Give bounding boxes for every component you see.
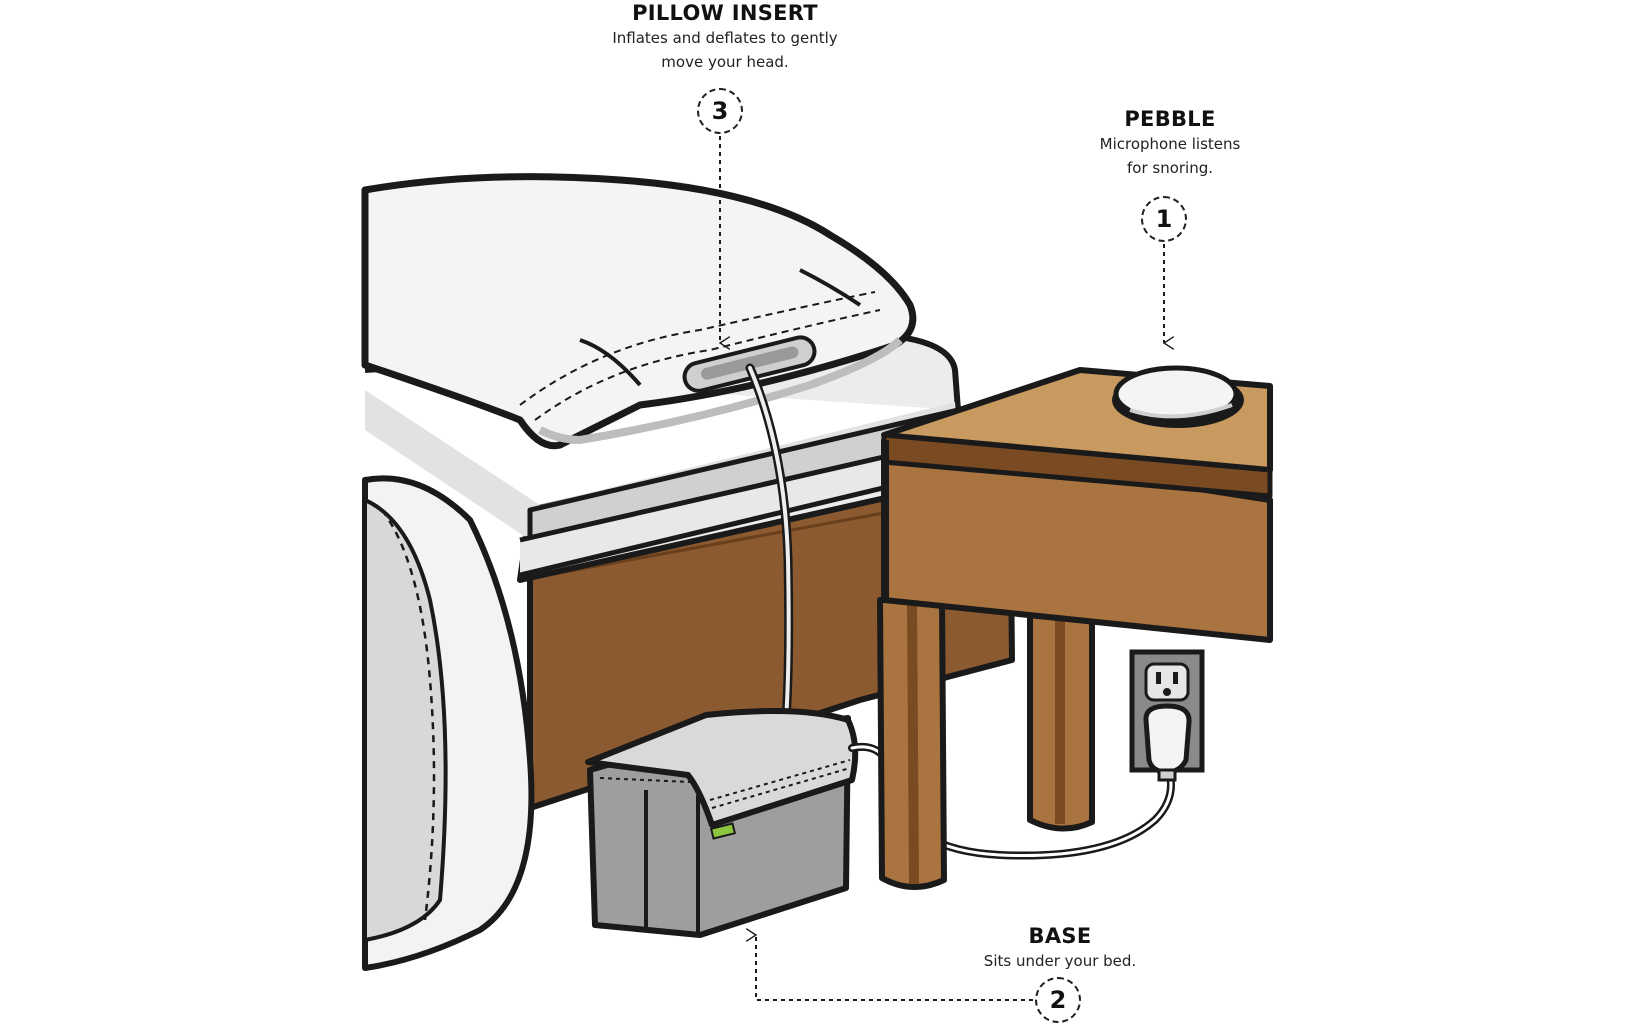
callout-description-line2: move your head. — [661, 53, 789, 71]
callout-base: BASE Sits under your bed. — [940, 923, 1180, 973]
power-plug-icon — [1143, 703, 1192, 782]
callout-description-line1: Inflates and deflates to gently — [612, 29, 838, 47]
leader-lines — [718, 136, 1175, 1001]
callout-title: BASE — [1028, 924, 1092, 948]
callout-description-line1: Microphone listens — [1099, 135, 1241, 153]
indicator-light — [709, 822, 737, 840]
callout-number-badge: 1 — [1141, 196, 1187, 242]
base-unit-icon — [585, 708, 859, 938]
bed — [361, 173, 1015, 971]
pillow — [361, 173, 917, 450]
callout-description-line1: Sits under your bed. — [983, 952, 1137, 970]
nightstand — [877, 367, 1273, 891]
pebble-icon — [1112, 365, 1244, 428]
callout-pebble: PEBBLE Microphone listens for snoring. — [1040, 106, 1300, 180]
callout-description-line2: for snoring. — [1126, 159, 1214, 177]
callout-pillow-insert: PILLOW INSERT Inflates and deflates to g… — [560, 0, 890, 74]
callout-number-badge: 3 — [697, 88, 743, 134]
callout-title: PILLOW INSERT — [632, 1, 818, 25]
leader-base — [745, 928, 1033, 1001]
callout-number-badge: 2 — [1035, 977, 1081, 1023]
callout-title: PEBBLE — [1124, 107, 1216, 131]
